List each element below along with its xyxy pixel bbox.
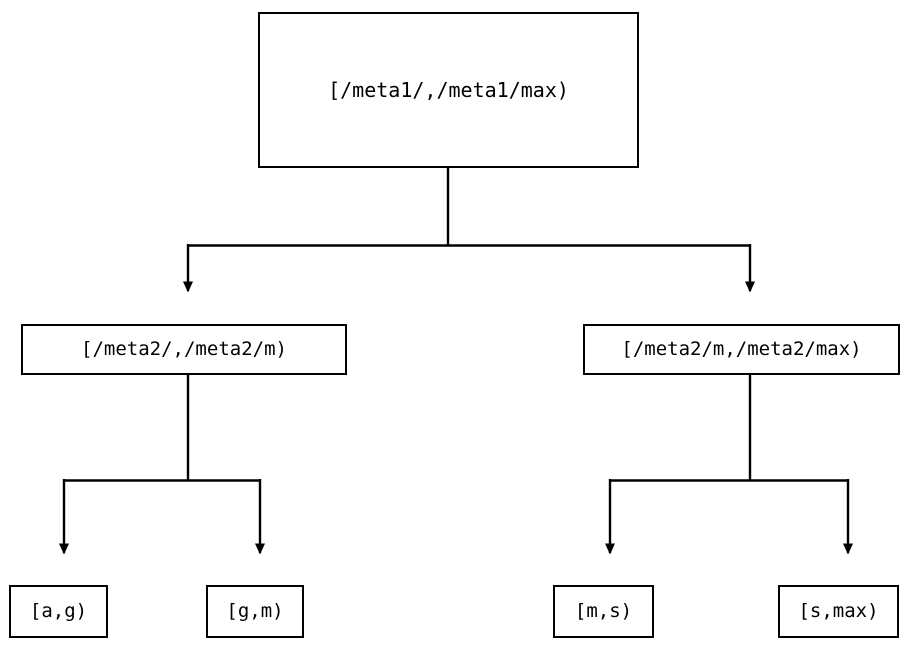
node-leaf-a-g-label: [a,g) — [29, 600, 88, 622]
node-leaf-a-g[interactable]: [a,g) — [9, 585, 108, 638]
node-meta2-lower-label: [/meta2/,/meta2/m) — [81, 338, 287, 360]
node-root-label: [/meta1/,/meta1/max) — [328, 78, 569, 102]
node-leaf-m-s[interactable]: [m,s) — [553, 585, 654, 638]
node-meta2-upper[interactable]: [/meta2/m,/meta2/max) — [583, 324, 900, 375]
node-leaf-g-m-label: [g,m) — [226, 600, 284, 622]
node-leaf-s-max[interactable]: [s,max) — [778, 585, 899, 638]
node-root[interactable]: [/meta1/,/meta1/max) — [258, 12, 639, 168]
node-leaf-m-s-label: [m,s) — [574, 600, 633, 622]
node-leaf-s-max-label: [s,max) — [798, 600, 879, 622]
node-meta2-upper-label: [/meta2/m,/meta2/max) — [621, 338, 862, 360]
node-leaf-g-m[interactable]: [g,m) — [206, 585, 304, 638]
node-meta2-lower[interactable]: [/meta2/,/meta2/m) — [21, 324, 347, 375]
